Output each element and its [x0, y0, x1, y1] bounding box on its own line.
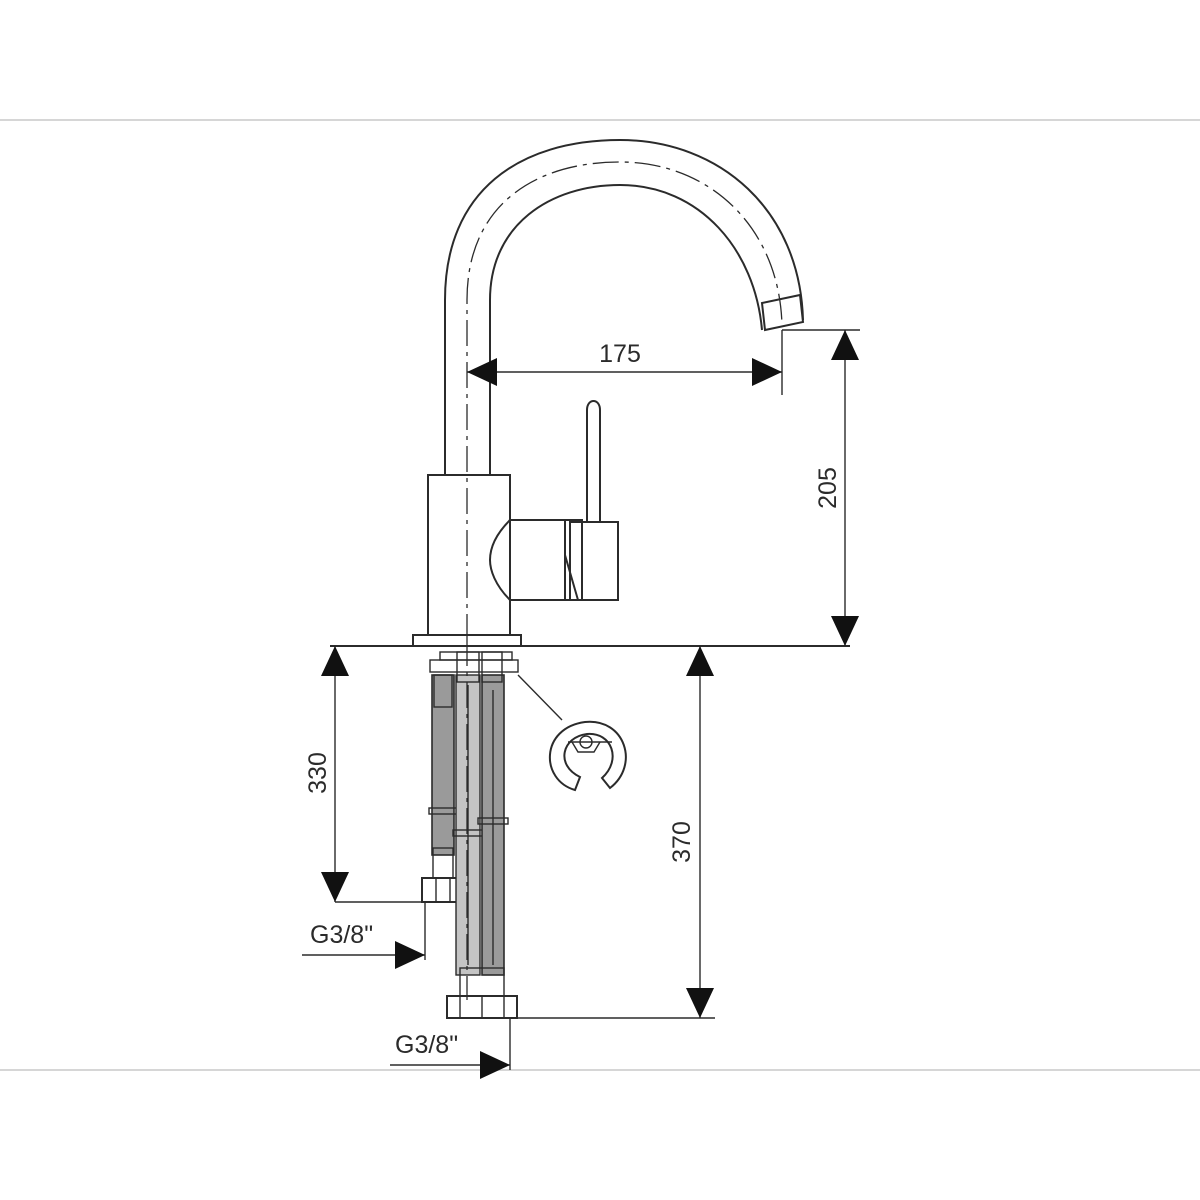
faucet-lever	[586, 400, 601, 522]
dimension-label-175: 175	[599, 340, 641, 368]
faucet-body	[427, 474, 619, 636]
dimension-spout-reach: 175	[467, 330, 783, 395]
dimension-spout-height: 205	[782, 329, 860, 646]
faucet-base	[330, 634, 850, 673]
dimension-label-205: 205	[814, 467, 842, 509]
thread-label-lower: G3/8"	[395, 1031, 458, 1059]
dimension-label-370: 370	[668, 821, 696, 863]
dimension-hose-short: 330	[304, 646, 430, 903]
spout-aerator	[760, 293, 805, 332]
thread-callout-upper: G3/8"	[302, 902, 426, 969]
dimension-label-330: 330	[304, 752, 332, 794]
thread-callout-lower: G3/8"	[390, 1018, 511, 1079]
hose-left	[431, 674, 455, 856]
dimension-hose-long: 370	[517, 646, 715, 1019]
faucet-spout	[444, 138, 805, 640]
supply-hoses	[421, 640, 518, 1019]
thread-label-upper: G3/8"	[310, 921, 373, 949]
mounting-ring-detail	[517, 674, 627, 792]
